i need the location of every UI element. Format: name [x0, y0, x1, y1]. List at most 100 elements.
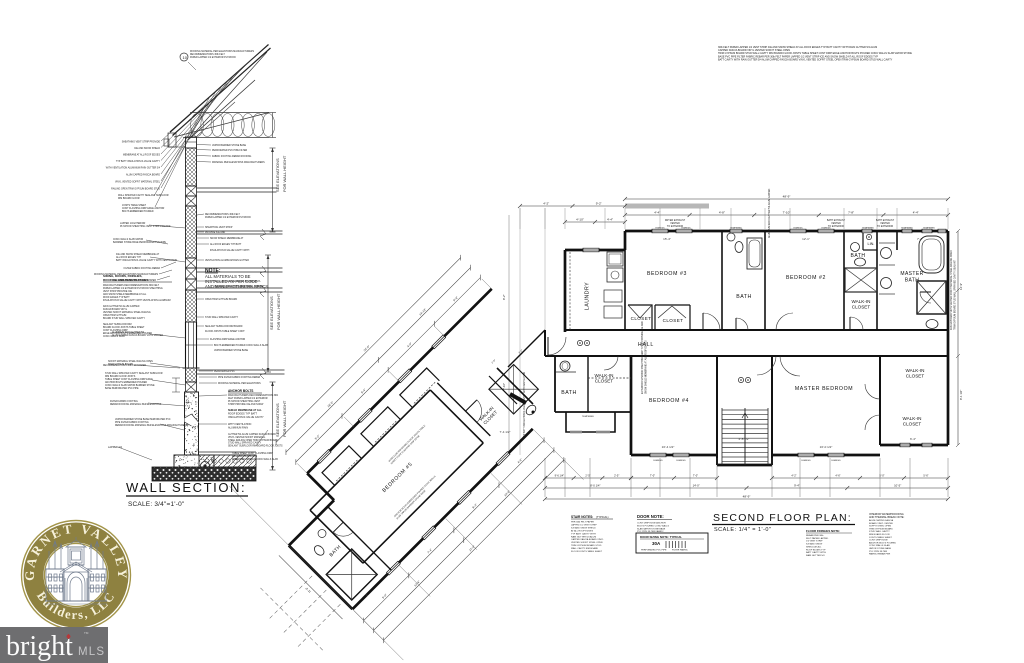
svg-text:EGRESS: EGRESS	[655, 228, 665, 230]
svg-text:ICE AND SNOW: ICE AND SNOW	[806, 543, 823, 546]
svg-text:10: 10	[183, 55, 188, 60]
svg-text:VENTED SOFFIT STEEL OPEN: VENTED SOFFIT STEEL OPEN	[571, 542, 603, 544]
svg-text:INSULATION R-VALUE CAVITY WITH: INSULATION R-VALUE CAVITY WITH	[210, 249, 250, 252]
svg-text:LAPPED 1/2 VENT STRIP: LAPPED 1/2 VENT STRIP	[571, 523, 597, 526]
svg-text:RECOMMENDATIONS 30lb FELT PAPE: RECOMMENDATIONS 30lb FELT PAPER	[113, 279, 156, 282]
svg-text:6'-2": 6'-2"	[471, 503, 478, 510]
svg-text:11'-2": 11'-2"	[304, 586, 312, 594]
svg-text:RECOMMENDATIONS 30lb FELT: RECOMMENDATIONS 30lb FELT	[190, 53, 225, 56]
svg-text:4'-8": 4'-8"	[516, 458, 523, 465]
svg-text:WALK-IN: WALK-IN	[903, 416, 922, 421]
svg-text:9'-8": 9'-8"	[452, 295, 459, 302]
svg-text:STAIR NOTES:: STAIR NOTES:	[571, 515, 593, 519]
svg-text:BATT CAVITY WITH RAIN GUTTER 5: BATT CAVITY WITH RAIN GUTTER 5/4 ALUM CA…	[718, 58, 893, 61]
svg-text:5'-6": 5'-6"	[923, 474, 928, 478]
svg-text:5'-0": 5'-0"	[879, 474, 884, 478]
svg-text:FOR WALL HEIGHT: FOR WALL HEIGHT	[282, 400, 287, 437]
svg-text:WALK-IN: WALK-IN	[852, 299, 871, 304]
svg-text:8'-1 1/2": 8'-1 1/2"	[959, 390, 963, 400]
svg-text:CAPPED FASCIA BOARD VINYL: CAPPED FASCIA BOARD VINYL	[571, 538, 604, 541]
svg-text:GUTTER 5/4 ALUM CAPPED FASCIA: GUTTER 5/4 ALUM CAPPED FASCIA BOARD	[228, 433, 276, 436]
svg-text:30lb FELT PAPER LAPPED 1/2 VEN: 30lb FELT PAPER LAPPED 1/2 VENT STRIP IC…	[718, 46, 877, 49]
svg-text:2'-9": 2'-9"	[491, 359, 497, 365]
svg-text:TRIM GYPSUM BOARD STUD WALL CA: TRIM GYPSUM BOARD STUD WALL CAVITY RIM B…	[718, 52, 912, 55]
svg-text:BATT INSULATION R-VALUE CAVITY: BATT INSULATION R-VALUE CAVITY WITH VENT…	[116, 259, 177, 262]
svg-text:4'-0": 4'-0"	[406, 342, 413, 349]
svg-text:EDGE ANCHOR BOLTS: EDGE ANCHOR BOLTS	[232, 455, 257, 458]
svg-text:AND MANUFACTURERS SPECS.: AND MANUFACTURERS SPECS.	[205, 284, 269, 289]
svg-text:RAILING OPEN TRIM GYPSUM BOARD: RAILING OPEN TRIM GYPSUM BOARD STUD	[111, 188, 160, 191]
svg-text:ANCHOR BOLTS: ANCHOR BOLTS	[228, 389, 253, 393]
svg-text:BATT CAVITY WITH: BATT CAVITY WITH	[806, 551, 826, 554]
svg-text:SEE ELEVATIONS: SEE ELEVATIONS	[269, 296, 274, 330]
svg-text:SEALANT SUBFLOOR RIM BOARD: SEALANT SUBFLOOR RIM BOARD	[205, 325, 243, 328]
svg-text:EDGE ANCHOR BOLTS EMBEDDED POU: EDGE ANCHOR BOLTS EMBEDDED POURED	[103, 332, 152, 335]
svg-text:CLOSET: CLOSET	[852, 305, 871, 310]
svg-text:MANUFACTURERS RECOMMENDATIONS: MANUFACTURERS RECOMMENDATIONS 30lb FELT	[103, 284, 160, 287]
svg-text:4'-8 1/2": 4'-8 1/2"	[739, 437, 750, 441]
svg-text:MASTER BEDROOM: MASTER BEDROOM	[795, 386, 853, 392]
svg-text:BOARD STUD WALL SPRAYED CAVITY: BOARD STUD WALL SPRAYED CAVITY	[103, 317, 145, 320]
svg-text:DOOR SIZING NOTE: TYPICAL: DOOR SIZING NOTE: TYPICAL	[640, 535, 682, 539]
svg-text:MEMBRANE AT ALL ROOF EDGES: MEMBRANE AT ALL ROOF EDGES	[123, 154, 160, 157]
svg-text:TEMPERED: TEMPERED	[862, 228, 875, 230]
svg-text:9'-4": 9'-4"	[794, 484, 800, 488]
svg-text:ROOFING MATERIAL PER ELEVATION: ROOFING MATERIAL PER ELEVATIONS MANUFACT…	[94, 273, 158, 276]
svg-text:SOFFIT MATERIAL STEEL RAILING: SOFFIT MATERIAL STEEL RAILING OPEN	[108, 360, 153, 363]
svg-text:14'-9": 14'-9"	[959, 283, 963, 290]
svg-text:STUD WALL SPRAYED CAVITY: STUD WALL SPRAYED CAVITY	[205, 316, 239, 319]
svg-text:BEDROOM #4: BEDROOM #4	[649, 398, 689, 404]
svg-text:ROOF EDGES TYP BATT: ROOF EDGES TYP BATT	[103, 296, 130, 299]
svg-text:ICE AND SNOW SHIELD: ICE AND SNOW SHIELD	[134, 147, 160, 150]
svg-text:INSTALLED AS-PER CODE: INSTALLED AS-PER CODE	[205, 279, 257, 284]
svg-text:EMBEDDED POURED CONC WALLS SLA: EMBEDDED POURED CONC WALLS SLAB	[232, 458, 278, 461]
svg-text:ALUMINUM RAIN GUTTER 5/4: ALUMINUM RAIN GUTTER 5/4	[112, 331, 145, 334]
svg-text:CLOSET: CLOSET	[903, 422, 922, 427]
svg-text:6'-4": 6'-4"	[910, 437, 916, 441]
svg-text:2'-5": 2'-5"	[585, 474, 590, 478]
svg-text:MLS: MLS	[78, 646, 105, 658]
svg-text:SHEATHING VENT STRIP PROVIDE: SHEATHING VENT STRIP PROVIDE	[122, 141, 161, 144]
svg-text:ALUMINUM RAIN: ALUMINUM RAIN	[228, 427, 248, 430]
svg-text:TRIM GYPSUM BOARD STUD: TRIM GYPSUM BOARD STUD	[571, 544, 602, 547]
svg-text:8'-2": 8'-2"	[502, 294, 506, 300]
svg-text:14'-0": 14'-0"	[693, 484, 700, 488]
svg-text:DOOR NOTE:: DOOR NOTE:	[637, 514, 664, 519]
svg-text:7'-0": 7'-0"	[693, 474, 698, 478]
svg-text:4'-6": 4'-6"	[835, 474, 840, 478]
svg-text:BOARD FLOOR JOISTS TABLE SHEET: BOARD FLOOR JOISTS TABLE SHEET	[103, 326, 145, 329]
svg-text:CAPPED FASCIA BOARD VINYL VENT: CAPPED FASCIA BOARD VINYL VENTED SOFFIT …	[718, 49, 790, 52]
svg-text:5'-2": 5'-2"	[314, 434, 321, 441]
svg-text:TYP BATT INSULATION R-VALUE CA: TYP BATT INSULATION R-VALUE CAVITY	[116, 160, 161, 163]
svg-text:9'-4": 9'-4"	[360, 388, 367, 395]
svg-text:CLOSET: CLOSET	[631, 316, 652, 321]
svg-text:SEALANT SUBFLOOR RIM: SEALANT SUBFLOOR RIM	[103, 323, 132, 326]
svg-text:PLYWOOD SHEATHING VENT STRIP P: PLYWOOD SHEATHING VENT STRIP PROVIDE	[120, 225, 171, 228]
svg-text:TO EXTERIOR: TO EXTERIOR	[828, 225, 844, 228]
svg-text:LAUNDRY: LAUNDRY	[585, 282, 591, 310]
svg-text:CONT FLASHING DRIP: CONT FLASHING DRIP	[103, 329, 128, 332]
svg-text:RAIN GUTTER 5/4 ALUM CAPPED: RAIN GUTTER 5/4 ALUM CAPPED	[103, 305, 140, 308]
svg-text:34'-0": 34'-0"	[363, 344, 371, 352]
svg-text:LIN.: LIN.	[868, 242, 875, 246]
svg-text:LAPPED 1/2 EXTERIOR: LAPPED 1/2 EXTERIOR	[120, 222, 146, 225]
svg-text:BATH EXHAUST: BATH EXHAUST	[827, 219, 846, 222]
svg-text:FABRIC REBAR PER: FABRIC REBAR PER	[869, 553, 891, 556]
svg-text:FASCIA BOARD VINYL: FASCIA BOARD VINYL	[103, 308, 128, 311]
svg-text:BASE PVC PIPE FILTER FABRIC RE: BASE PVC PIPE FILTER FABRIC REBAR PER 30…	[718, 55, 878, 58]
svg-text:PERFORATED PVC: PERFORATED PVC	[214, 370, 235, 373]
svg-text:BOLTS EMBEDDED POURED CONC WAL: BOLTS EMBEDDED POURED CONC WALLS SLAB	[214, 344, 268, 347]
svg-text:SEALANT SUBFLOOR RIM BOARD FLO: SEALANT SUBFLOOR RIM BOARD FLOOR JOISTS	[228, 445, 283, 448]
svg-text:14'-10": 14'-10"	[418, 307, 427, 316]
svg-text:CONC WALLS SLAB VAPOR BARRIER: CONC WALLS SLAB VAPOR BARRIER STONE	[105, 384, 155, 387]
svg-text:TO EXTERIOR: TO EXTERIOR	[667, 225, 683, 228]
svg-text:CONT DRIP EDGE ANCHOR: CONT DRIP EDGE ANCHOR	[637, 522, 666, 525]
svg-text:TEMPERED: TEMPERED	[901, 228, 914, 230]
svg-text:7'-8": 7'-8"	[848, 211, 854, 215]
svg-text:BATH: BATH	[561, 390, 576, 396]
svg-text:FILTER FABRIC FOOTING: FILTER FABRIC FOOTING	[110, 400, 138, 403]
svg-text:OPEN TRIM GYPSUM BOARD: OPEN TRIM GYPSUM BOARD	[205, 298, 237, 301]
svg-text:EGRESS: EGRESS	[681, 228, 691, 230]
svg-text:TRIM GYPSUM BOARD: TRIM GYPSUM BOARD	[108, 363, 133, 366]
svg-text:WITH VENTILATION: WITH VENTILATION	[228, 423, 251, 426]
